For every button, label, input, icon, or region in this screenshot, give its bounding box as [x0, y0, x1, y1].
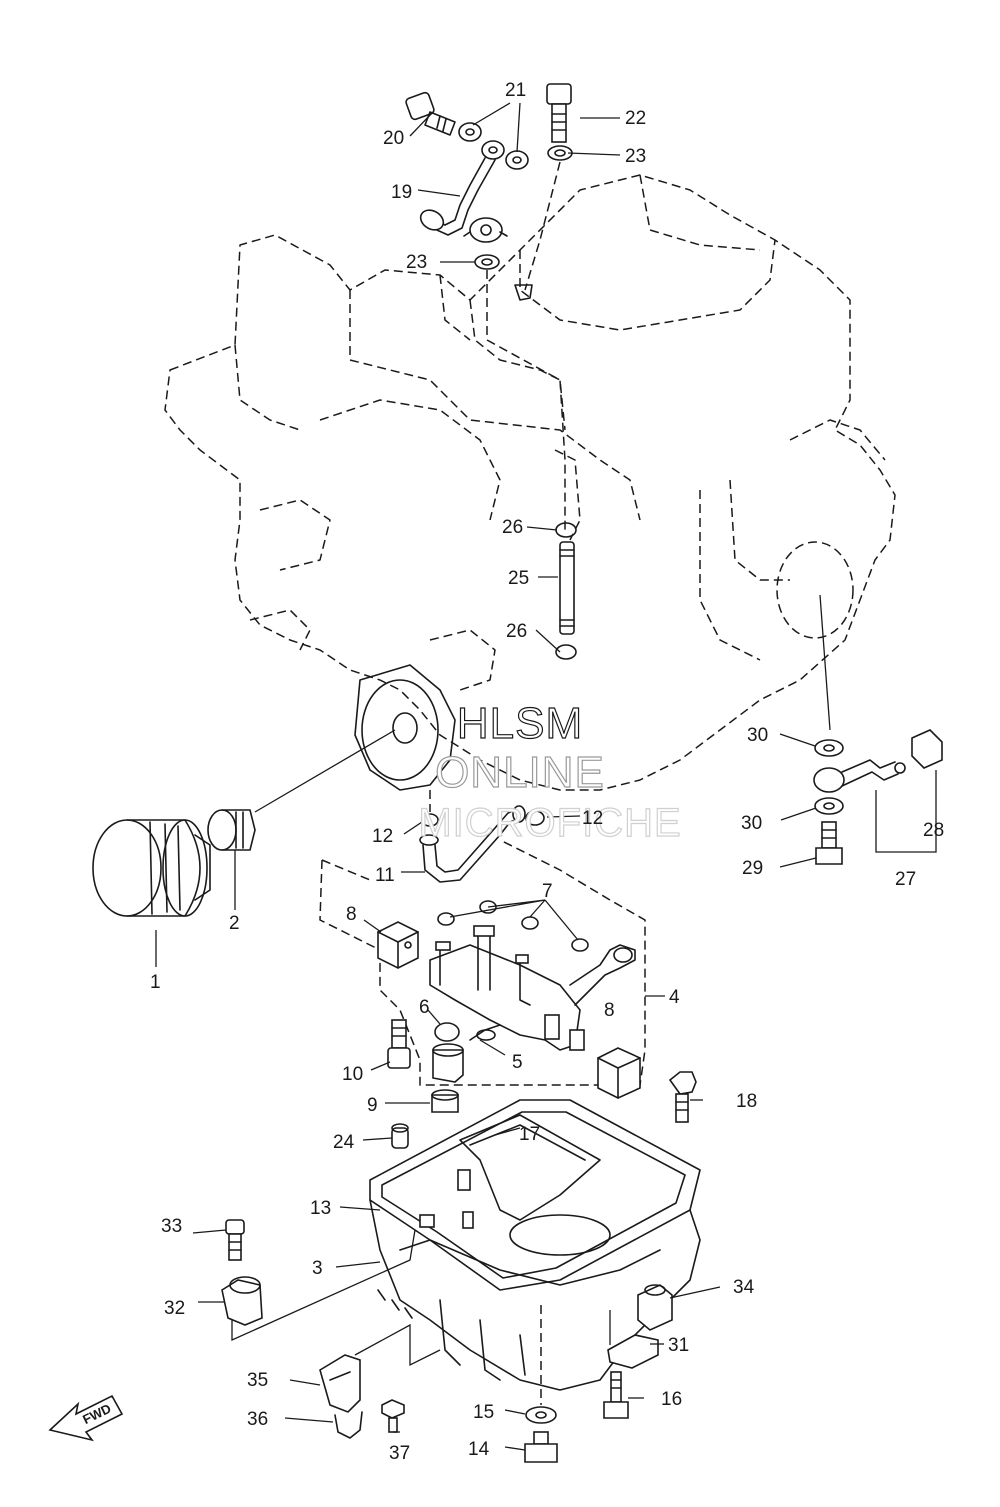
right-guide-line	[819, 594, 831, 731]
oil-delivery-pipe-assembly	[405, 83, 573, 530]
drain-washer-15	[525, 1406, 557, 1424]
watermark-line-1: HLSM	[457, 699, 583, 748]
callout-15: 15	[473, 1402, 494, 1423]
washer-30-lower	[814, 797, 844, 815]
filter-fitting-2	[207, 809, 256, 851]
oil-pipe-27	[813, 759, 906, 793]
callout-3: 3	[312, 1258, 323, 1279]
callout-30-upper: 30	[747, 725, 768, 746]
callout-31: 31	[668, 1335, 689, 1356]
bolt-22	[546, 83, 572, 143]
callout-2: 2	[229, 913, 240, 934]
callout-23-upper: 23	[625, 146, 646, 167]
callout-14: 14	[468, 1439, 490, 1460]
baffle-17	[459, 1114, 601, 1221]
pipe-eye-19	[481, 140, 505, 160]
bracket-27-28	[875, 770, 937, 853]
oil-filter-1	[92, 819, 211, 917]
callout-37: 37	[389, 1443, 410, 1464]
callout-17: 17	[519, 1124, 540, 1145]
callout-7: 7	[542, 881, 553, 902]
callout-16: 16	[661, 1389, 682, 1410]
union-bolt-29	[815, 821, 843, 865]
oil-pipe-25	[559, 541, 575, 635]
bolt-16	[603, 1371, 629, 1419]
callout-29: 29	[742, 858, 763, 879]
washer-23-lower	[474, 254, 500, 270]
callout-26-lower: 26	[506, 621, 527, 642]
fwd-direction-arrow: FWD	[48, 1394, 124, 1442]
bracket-35	[319, 1354, 361, 1413]
engine-crankcase-outline	[164, 174, 896, 791]
callout-21: 21	[505, 80, 526, 101]
watermark: HLSM ONLINE MICROFICHE	[418, 698, 682, 845]
callout-35: 35	[247, 1370, 268, 1391]
callout-26-upper: 26	[502, 517, 523, 538]
callout-5: 5	[512, 1052, 523, 1073]
callout-12-left: 12	[372, 826, 393, 847]
callout-4: 4	[669, 987, 680, 1008]
callout-6: 6	[419, 997, 430, 1018]
oil-pipe-11	[419, 805, 526, 883]
bolt-33	[225, 1219, 245, 1261]
oil-pan-3	[369, 1114, 701, 1391]
copper-washer-21a	[458, 122, 482, 142]
callout-20: 20	[383, 128, 404, 149]
callout-33: 33	[161, 1216, 182, 1237]
dowel-pin-24	[391, 1123, 409, 1149]
o-ring-12-left	[421, 813, 439, 827]
callout-8-upper: 8	[346, 904, 357, 925]
cap-28	[911, 729, 943, 769]
o-ring-26-upper	[555, 522, 577, 538]
copper-washer-21b	[505, 150, 529, 170]
watermark-line-2: ONLINE	[435, 748, 605, 797]
collar-9	[431, 1043, 464, 1113]
callout-24: 24	[333, 1132, 355, 1153]
oil-strainer-assembly-4	[319, 839, 646, 1086]
oil-pan-gasket-13	[369, 1099, 701, 1291]
callout-23-lower: 23	[406, 252, 427, 273]
screw-37	[381, 1399, 405, 1433]
filter-to-mount-line	[254, 729, 396, 813]
o-ring-6	[434, 1022, 460, 1042]
callout-labels: 1 2 3 4 5 6 7 8 8 9 10 11 12 12 13 14 15…	[150, 80, 944, 1464]
bolt-18	[668, 1071, 697, 1123]
clamp-36	[334, 1411, 363, 1439]
callout-30-lower: 30	[741, 813, 762, 834]
union-bolt-20	[405, 91, 456, 136]
callout-27: 27	[895, 869, 916, 890]
callout-36: 36	[247, 1409, 268, 1430]
callout-1: 1	[150, 972, 161, 993]
drain-fitting-10	[387, 1019, 411, 1069]
callout-28: 28	[923, 820, 944, 841]
watermark-line-3: MICROFICHE	[418, 801, 681, 845]
callout-13: 13	[310, 1198, 331, 1219]
o-ring-26-lower	[555, 644, 577, 660]
leader-lines	[155, 102, 817, 1451]
callout-11: 11	[375, 865, 395, 886]
cover-31	[607, 1334, 659, 1369]
oil-pipe-25-group	[555, 522, 577, 660]
washer-30-upper	[814, 739, 844, 757]
pump-block-8-upper	[377, 921, 419, 969]
callout-22: 22	[625, 108, 646, 129]
drain-plug-14	[524, 1431, 558, 1463]
o-ring-12-right	[525, 810, 545, 826]
callout-10: 10	[342, 1064, 363, 1085]
callout-25: 25	[508, 568, 529, 589]
callout-18: 18	[736, 1091, 757, 1112]
filter-mount-boss	[354, 664, 456, 791]
pump-block-8-lower	[597, 1047, 641, 1099]
callout-34: 34	[733, 1277, 755, 1298]
switch-34	[637, 1284, 673, 1331]
callout-12-right: 12	[582, 808, 603, 829]
callout-9: 9	[367, 1095, 378, 1116]
callout-8-lower: 8	[604, 1000, 615, 1021]
elbow-fitting-32	[221, 1276, 263, 1326]
callout-32: 32	[164, 1298, 185, 1319]
callout-19: 19	[391, 182, 412, 203]
